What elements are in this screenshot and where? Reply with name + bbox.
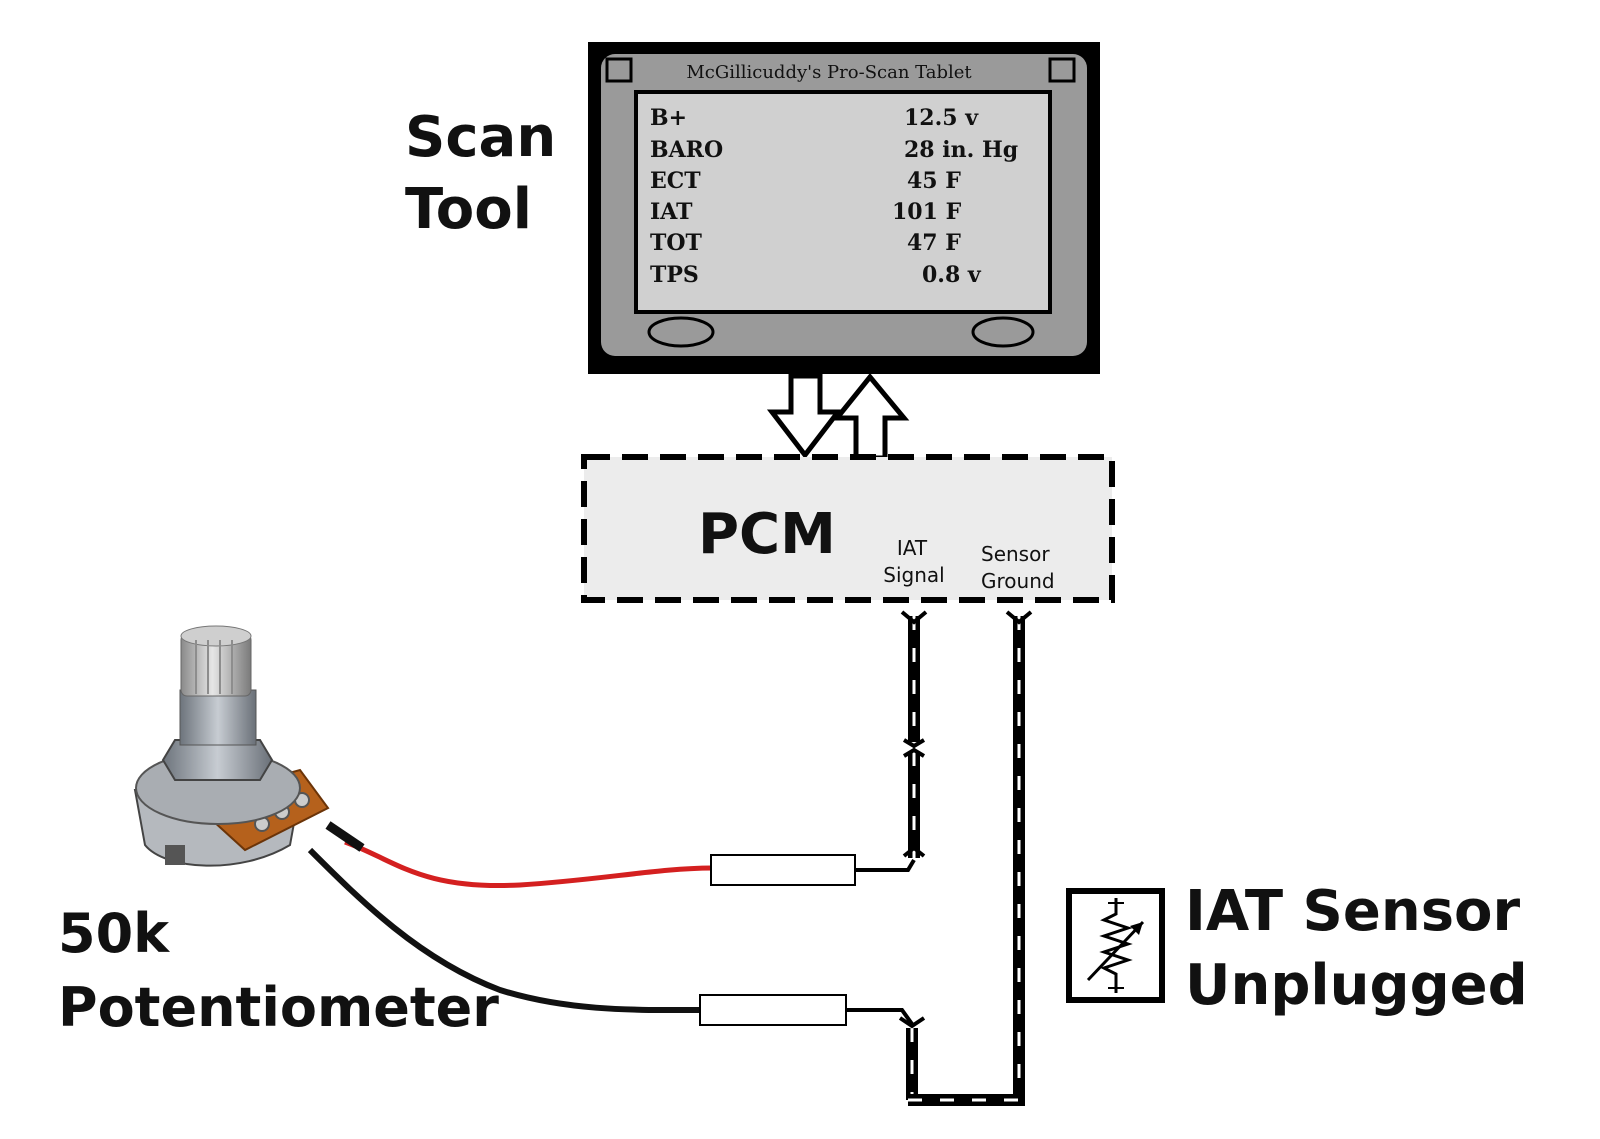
scan-tool-screen — [634, 90, 1052, 314]
pcm-pin-iat-signal-line1: IAT — [897, 536, 928, 560]
scan-tool-label-line2: Tool — [405, 177, 532, 242]
reading-value: 12.5 v — [904, 105, 979, 131]
iat-sensor-label-line1: IAT Sensor — [1185, 879, 1521, 944]
potentiometer-label-line2: Potentiometer — [58, 976, 499, 1039]
scan-tool-readings: B+ 12.5 v BARO 28 in. Hg ECT 45 F IAT 10… — [650, 105, 1018, 288]
thermistor-icon — [1099, 898, 1133, 993]
arrow-up-icon — [831, 373, 910, 461]
connector-icon — [900, 610, 928, 625]
pot-signal-lead — [325, 821, 365, 852]
reading-name: B+ — [650, 105, 687, 131]
potentiometer-label-line1: 50k — [58, 902, 170, 965]
corner-button-left[interactable] — [605, 57, 633, 83]
pcm-box — [581, 454, 1115, 603]
scan-tool-oval-button-right[interactable] — [971, 316, 1035, 348]
reading-value: 47 F — [907, 230, 961, 256]
connector-icon — [1005, 610, 1033, 625]
pot-nut — [161, 739, 274, 781]
reading-value: 28 in. Hg — [904, 137, 1018, 163]
pcm-pin-iat-signal-line2: Signal — [883, 563, 944, 587]
reading-value: 45 F — [907, 168, 961, 194]
reading-name: ECT — [650, 168, 701, 194]
scan-tool-oval-button-left[interactable] — [647, 316, 715, 348]
iat-sensor-label-line2: Unplugged — [1185, 953, 1528, 1018]
pot-shaft-top — [180, 625, 252, 647]
pot-bushing — [179, 689, 257, 746]
reading-value: 0.8 v — [922, 262, 982, 288]
connector-icon — [902, 738, 926, 758]
sensor-ground-wire — [898, 610, 1033, 1106]
pcm-label: PCM — [698, 502, 836, 567]
reading-name: IAT — [650, 199, 693, 225]
pcm-pin-sensor-ground-line2: Ground — [981, 569, 1055, 593]
pot-ground-wire — [307, 847, 701, 1014]
pcm-pin-sensor-ground-line1: Sensor — [981, 542, 1050, 566]
potentiometer-image — [133, 625, 330, 867]
corner-button-right[interactable] — [1048, 57, 1076, 83]
scan-tool-label-line1: Scan — [405, 105, 556, 170]
reading-name: BARO — [650, 137, 723, 163]
scan-tool-title: McGillicuddy's Pro-Scan Tablet — [686, 62, 972, 83]
pot-signal-connector — [710, 854, 856, 886]
reading-value: 101 F — [892, 199, 962, 225]
reading-name: TOT — [650, 230, 703, 256]
ground-jumper-to-harness — [846, 1008, 914, 1026]
connector-icon — [902, 845, 926, 858]
reading-name: TPS — [650, 262, 699, 288]
connector-icon — [898, 1016, 926, 1029]
pot-slot — [165, 845, 185, 865]
scan-tool-device: McGillicuddy's Pro-Scan Tablet B+ 12.5 v… — [588, 42, 1100, 374]
iat-signal-wire — [900, 610, 928, 858]
signal-jumper-to-harness — [855, 858, 916, 872]
iat-sensor-symbol — [1066, 888, 1165, 1003]
arrow-down-icon — [766, 373, 844, 460]
pot-signal-wire — [344, 839, 713, 889]
pot-ground-connector — [699, 994, 847, 1026]
